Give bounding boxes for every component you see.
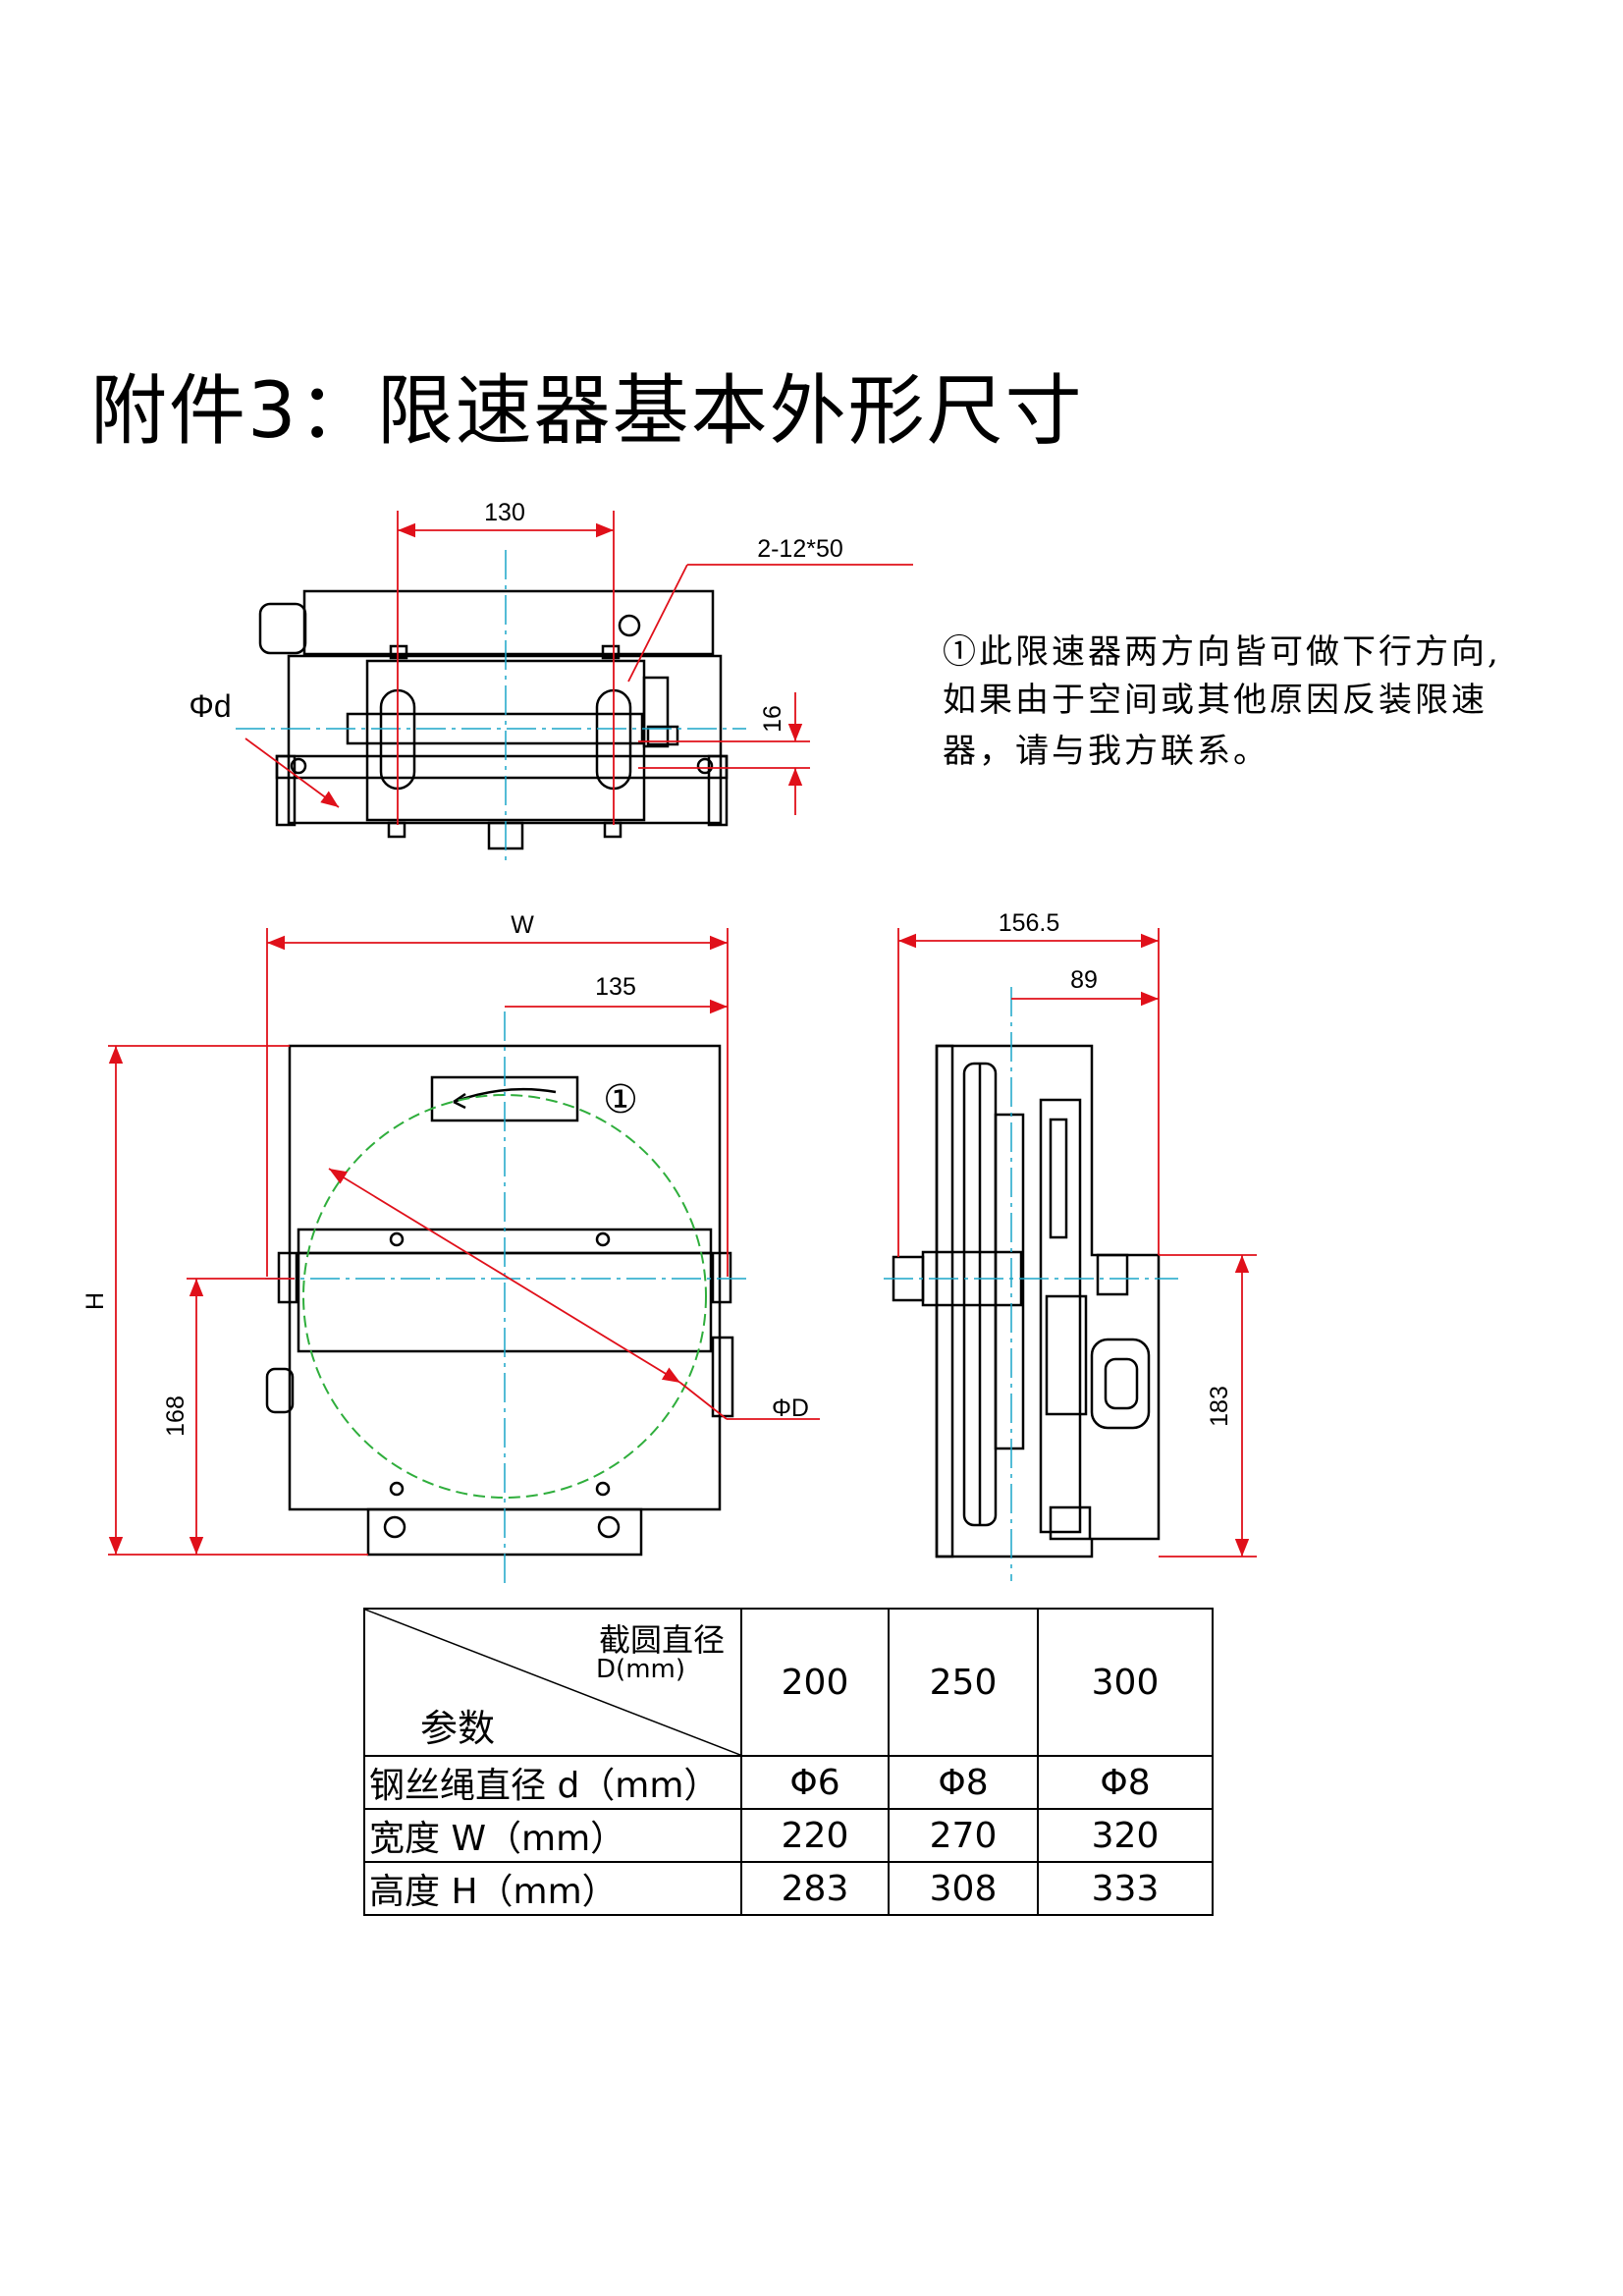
front-view-side-tab-right bbox=[711, 1251, 732, 1304]
note-line-2: 如果由于空间或其他原因反装限速 bbox=[943, 681, 1488, 720]
side-view-frame bbox=[935, 1044, 1161, 1558]
page-title: 附件3：限速器基本外形尺寸 bbox=[90, 367, 1084, 456]
dim-183-label: 183 bbox=[1206, 1386, 1233, 1427]
dim-W-label: W bbox=[511, 911, 534, 939]
table-cell: Φ8 bbox=[888, 1755, 1039, 1810]
note-line-3: 器，请与我方联系。 bbox=[943, 732, 1270, 771]
front-view-centerlines bbox=[265, 1011, 746, 1586]
direction-marker: ① bbox=[603, 1077, 638, 1122]
table-cell: Φ6 bbox=[740, 1755, 890, 1810]
dim-156-5-label: 156.5 bbox=[999, 909, 1060, 937]
base-hole-right bbox=[597, 1515, 621, 1539]
table-header-row: 截圆直径 D(mm) 参数 200 250 300 bbox=[363, 1608, 1214, 1757]
top-view-lower-body bbox=[287, 654, 723, 825]
header-parameter-label: 参数 bbox=[420, 1707, 496, 1750]
side-view-hub bbox=[994, 1113, 1025, 1450]
front-view-side-tab-left bbox=[277, 1251, 298, 1304]
top-view-dimensions bbox=[244, 511, 913, 825]
table-cell: 283 bbox=[740, 1861, 890, 1916]
side-view-switch bbox=[1090, 1338, 1151, 1430]
front-view bbox=[265, 1044, 734, 1557]
header-diameter-unit: D(mm) bbox=[596, 1655, 685, 1684]
sheave-diameter-label: ΦD bbox=[772, 1394, 809, 1422]
top-view-motor-cap bbox=[258, 602, 307, 655]
dim-89-label: 89 bbox=[1070, 966, 1098, 994]
side-view-dimensions bbox=[897, 928, 1257, 1558]
column-header: 250 bbox=[888, 1608, 1039, 1757]
rope-diameter-label: Φd bbox=[189, 688, 231, 724]
table-row: 宽度 W（mm） 220 270 320 bbox=[363, 1808, 1214, 1863]
row-label: 高度 H（mm） bbox=[363, 1861, 742, 1916]
base-hole-left bbox=[383, 1515, 406, 1539]
top-view-centerlines bbox=[236, 550, 746, 864]
row-label: 宽度 W（mm） bbox=[363, 1808, 742, 1863]
front-view-dimensions bbox=[108, 928, 820, 1556]
side-view-spring bbox=[1045, 1294, 1088, 1416]
dim-16-label: 16 bbox=[759, 705, 786, 733]
table-cell: 270 bbox=[888, 1808, 1039, 1863]
top-view-rail-end-left bbox=[275, 754, 297, 827]
side-view-spring-rod bbox=[1049, 1118, 1068, 1239]
table-cell: Φ8 bbox=[1037, 1755, 1214, 1810]
top-view-rail-end-right bbox=[707, 754, 729, 827]
spec-table: 截圆直径 D(mm) 参数 200 250 300 钢丝绳直径 d（mm） Φ6… bbox=[363, 1608, 1214, 1916]
table-row: 钢丝绳直径 d（mm） Φ6 Φ8 Φ8 bbox=[363, 1755, 1214, 1810]
dim-135-label: 135 bbox=[595, 973, 636, 1001]
hole-spec-label: 2-12*50 bbox=[757, 535, 843, 563]
top-view-rail bbox=[275, 754, 729, 780]
column-header: 300 bbox=[1037, 1608, 1214, 1757]
side-view bbox=[892, 1044, 1161, 1558]
dim-168-label: 168 bbox=[162, 1395, 189, 1437]
table-cell: 333 bbox=[1037, 1861, 1214, 1916]
note-line-1: ①此限速器两方向皆可做下行方向, bbox=[943, 632, 1501, 672]
table-row: 高度 H（mm） 283 308 333 bbox=[363, 1861, 1214, 1916]
front-view-motor-cap bbox=[265, 1367, 295, 1414]
table-cell: 308 bbox=[888, 1861, 1039, 1916]
header-diameter-label: 截圆直径 bbox=[598, 1621, 725, 1659]
side-view-centerlines bbox=[884, 987, 1178, 1581]
column-header: 200 bbox=[740, 1608, 890, 1757]
table-cell: 220 bbox=[740, 1808, 890, 1863]
top-view-bolt bbox=[618, 614, 641, 637]
side-view-governor bbox=[1039, 1098, 1082, 1534]
row-label: 钢丝绳直径 d（mm） bbox=[363, 1755, 742, 1810]
top-view bbox=[258, 589, 729, 850]
table-corner-cell: 截圆直径 D(mm) 参数 bbox=[363, 1608, 742, 1757]
dim-130-label: 130 bbox=[484, 499, 525, 526]
dim-H-label: H bbox=[81, 1292, 109, 1310]
table-cell: 320 bbox=[1037, 1808, 1214, 1863]
top-view-upper-body bbox=[302, 589, 715, 656]
